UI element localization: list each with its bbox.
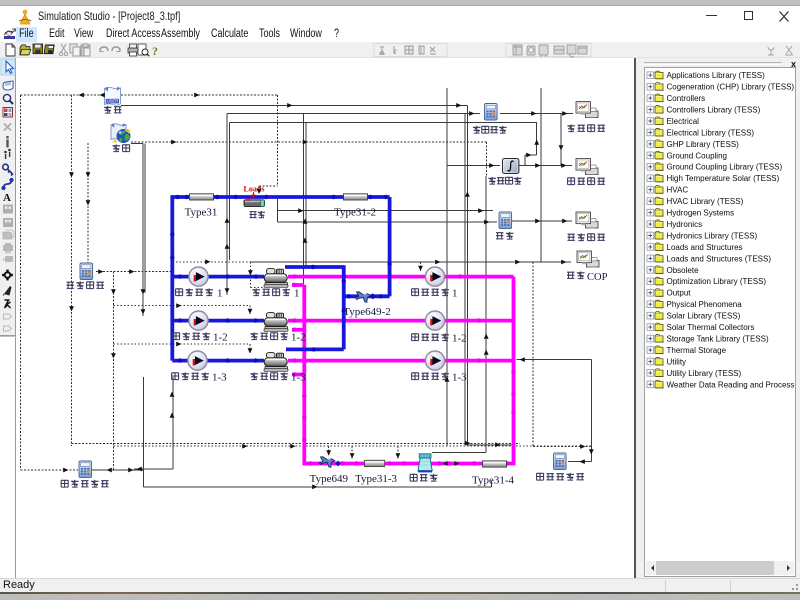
- svg-text:Type31: Type31: [185, 207, 218, 219]
- svg-text:1: 1: [217, 288, 223, 300]
- svg-text:Optimization Library (TESS): Optimization Library (TESS): [667, 277, 767, 286]
- svg-text:Loads and Structures: Loads and Structures: [667, 243, 743, 252]
- svg-text:Type31-4: Type31-4: [472, 475, 514, 487]
- svg-text:COP: COP: [587, 272, 608, 283]
- svg-text:Type31-2: Type31-2: [334, 207, 376, 219]
- svg-text:Output: Output: [667, 289, 692, 298]
- svg-text:Electrical: Electrical: [667, 117, 700, 126]
- svg-text:Utility: Utility: [667, 357, 687, 366]
- svg-text:Solar Library (TESS): Solar Library (TESS): [667, 312, 741, 321]
- svg-text:Applications Library (TESS): Applications Library (TESS): [667, 71, 766, 80]
- svg-text:Type649: Type649: [310, 473, 349, 485]
- svg-text:High Temperature Solar (TESS): High Temperature Solar (TESS): [667, 174, 780, 183]
- svg-text:HVAC: HVAC: [667, 186, 689, 195]
- svg-text:Thermal Storage: Thermal Storage: [667, 346, 727, 355]
- svg-text:Physical Phenomena: Physical Phenomena: [667, 300, 743, 309]
- svg-text:Loads: Loads: [244, 185, 265, 194]
- svg-text:Ground Coupling Library (TESS): Ground Coupling Library (TESS): [667, 163, 783, 172]
- svg-text:1-2: 1-2: [213, 332, 228, 344]
- svg-text:Obsolete: Obsolete: [667, 266, 700, 275]
- svg-text:Controllers: Controllers: [667, 94, 706, 103]
- svg-text:Cogeneration (CHP) Library (TE: Cogeneration (CHP) Library (TESS): [667, 83, 795, 92]
- svg-text:Hydronics: Hydronics: [667, 220, 703, 229]
- svg-text:1-2: 1-2: [452, 333, 467, 345]
- svg-text:Controllers Library (TESS): Controllers Library (TESS): [667, 105, 761, 114]
- svg-text:1-2: 1-2: [291, 332, 306, 344]
- svg-text:HVAC Library (TESS): HVAC Library (TESS): [667, 197, 744, 206]
- svg-text:Hydronics Library (TESS): Hydronics Library (TESS): [667, 231, 758, 240]
- svg-text:Utility Library (TESS): Utility Library (TESS): [667, 369, 742, 378]
- svg-text:A: A: [3, 192, 11, 204]
- svg-text:Solar Thermal Collectors: Solar Thermal Collectors: [667, 323, 755, 332]
- svg-text:Ground Coupling: Ground Coupling: [667, 151, 727, 160]
- svg-text:Loads and Structures (TESS): Loads and Structures (TESS): [667, 254, 772, 263]
- svg-text:1: 1: [452, 288, 458, 300]
- svg-text:?: ?: [152, 44, 158, 58]
- svg-text:Type31-3: Type31-3: [355, 473, 397, 485]
- svg-text:GHP Library (TESS): GHP Library (TESS): [667, 140, 740, 149]
- svg-text:1-3: 1-3: [212, 372, 227, 384]
- svg-text:1-3: 1-3: [291, 372, 306, 384]
- svg-text:1-3: 1-3: [452, 372, 467, 384]
- svg-text:Storage Tank Library (TESS): Storage Tank Library (TESS): [667, 334, 769, 343]
- svg-text:Electrical Library (TESS): Electrical Library (TESS): [667, 128, 755, 137]
- svg-text:1: 1: [294, 288, 300, 300]
- svg-text:Type649-2: Type649-2: [343, 306, 391, 318]
- svg-text:Hydrogen Systems: Hydrogen Systems: [667, 209, 735, 218]
- svg-text:Weather Data Reading and Proce: Weather Data Reading and Process: [667, 380, 795, 389]
